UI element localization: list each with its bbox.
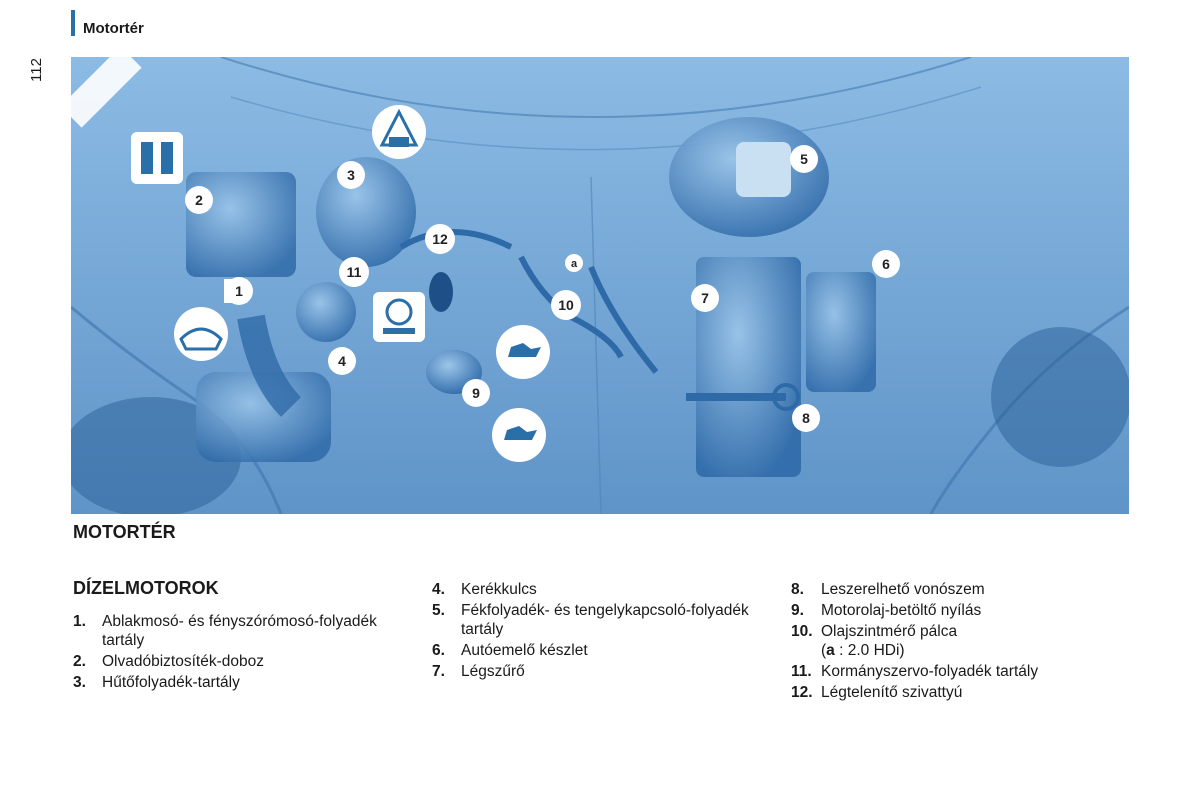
fuse-symbol-icon — [131, 132, 183, 184]
air-filter-box — [696, 257, 801, 477]
callout-7: 7 — [691, 284, 719, 312]
washer-reservoir — [186, 172, 296, 277]
list-item: 7.Légszűrő — [432, 663, 525, 680]
callout-6: 6 — [872, 250, 900, 278]
list-item: 9.Motorolaj-betöltő nyílás — [791, 602, 982, 619]
vacuum-pump — [429, 272, 453, 312]
list-item: 3.Hűtőfolyadék-tartály — [73, 674, 240, 691]
page-number: 112 — [28, 58, 45, 82]
component-list-column-3: 8.Leszerelhető vonószem 9.Motorolaj-betö… — [791, 580, 1121, 704]
washer-symbol-icon — [174, 307, 228, 361]
svg-text:11: 11 — [347, 264, 362, 280]
svg-text:a: a — [571, 258, 578, 270]
callout-4: 4 — [328, 347, 356, 375]
list-item: 8.Leszerelhető vonószem — [791, 581, 985, 598]
subsection-title: DÍZELMOTOROK — [73, 578, 219, 598]
svg-text:7: 7 — [701, 290, 709, 306]
jack-kit — [806, 272, 876, 392]
list-item: 4.Kerékkulcs — [432, 581, 537, 598]
power-steering-reservoir — [296, 282, 356, 342]
component-list-column-1: 1.Ablakmosó- és fényszórómosó-folyadék t… — [73, 612, 393, 694]
list-item: 5.Fékfolyadék- és tengelykapcsoló-folyad… — [432, 602, 749, 638]
callout-11: 11 — [339, 257, 369, 287]
list-item: 2.Olvadóbiztosíték-doboz — [73, 653, 264, 670]
oil-can-icon-lower — [492, 408, 546, 462]
callout-10: 10 — [551, 290, 581, 320]
list-item: 12.Légtelenítő szivattyú — [791, 684, 963, 701]
svg-text:9: 9 — [472, 385, 480, 401]
list-item: 10.Olajszintmérő pálca(a : 2.0 HDi) — [791, 623, 958, 659]
engine-bay-illustration: 1 2 3 4 5 6 7 8 9 10 11 12 a — [71, 57, 1129, 514]
list-item: 11.Kormányszervo-folyadék tartály — [791, 663, 1039, 680]
coolant-warning-icon — [372, 105, 426, 159]
svg-text:1: 1 — [235, 283, 243, 299]
svg-text:3: 3 — [347, 167, 355, 183]
steering-wheel-icon — [373, 292, 425, 342]
svg-text:12: 12 — [432, 231, 448, 247]
list-item: 1.Ablakmosó- és fényszórómosó-folyadék t… — [73, 613, 377, 649]
page-header-title: Motortér — [83, 20, 144, 37]
callout-12: 12 — [425, 224, 455, 254]
oil-can-icon-upper — [496, 325, 550, 379]
list-item: 6.Autóemelő készlet — [432, 642, 588, 659]
svg-text:6: 6 — [882, 256, 890, 272]
callout-1: 1 — [224, 277, 253, 305]
svg-text:10: 10 — [558, 297, 574, 313]
callout-a: a — [565, 254, 583, 272]
component-list-column-2: 4.Kerékkulcs 5.Fékfolyadék- és tengelyka… — [432, 580, 762, 683]
callout-9: 9 — [462, 379, 490, 407]
svg-text:2: 2 — [195, 192, 203, 208]
callout-5: 5 — [790, 145, 818, 173]
callout-3: 3 — [337, 161, 365, 189]
header-accent-bar — [71, 10, 75, 36]
callout-8: 8 — [792, 404, 820, 432]
svg-text:8: 8 — [802, 410, 810, 426]
callout-2: 2 — [185, 186, 213, 214]
svg-text:4: 4 — [338, 353, 346, 369]
coolant-tank — [316, 157, 416, 267]
svg-text:5: 5 — [800, 151, 808, 167]
section-title: MOTORTÉR — [73, 522, 176, 542]
